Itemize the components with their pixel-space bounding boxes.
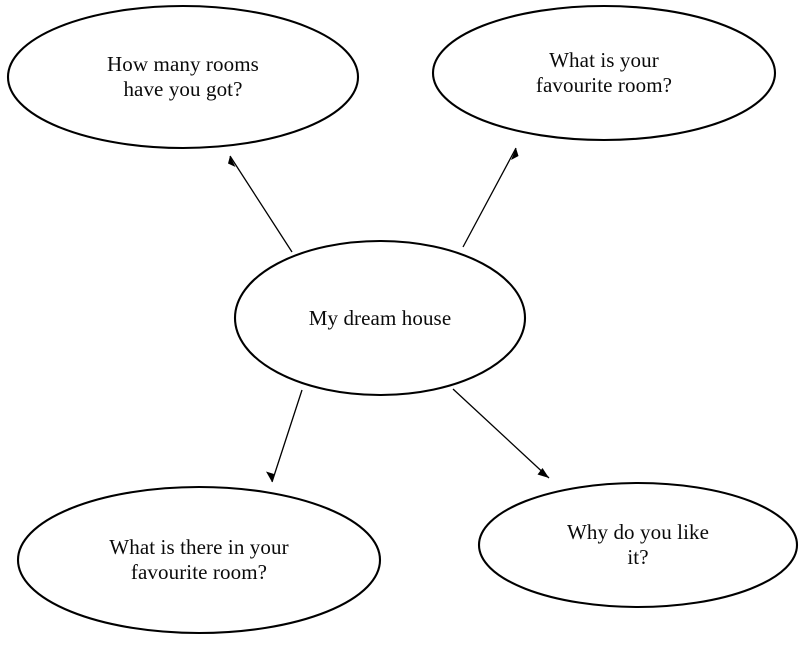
connector-group xyxy=(228,147,550,483)
arrowhead-why-like-it xyxy=(537,468,549,478)
node-ellipse-why-like-it[interactable] xyxy=(477,481,799,609)
connector-center-to-favourite-room[interactable] xyxy=(462,147,517,248)
node-ellipse-rooms-count[interactable] xyxy=(6,4,360,150)
node-ellipse-center[interactable] xyxy=(233,239,527,397)
connector-center-to-why-like-it[interactable] xyxy=(452,388,550,479)
node-ellipse-room-contents[interactable] xyxy=(16,485,382,635)
connector-center-to-rooms-count[interactable] xyxy=(229,155,293,253)
node-ellipse-favourite-room[interactable] xyxy=(431,4,777,142)
arrowhead-room-contents xyxy=(266,471,274,482)
arrowhead-rooms-count xyxy=(228,156,236,167)
connector-center-to-room-contents[interactable] xyxy=(271,389,303,483)
arrowhead-favourite-room xyxy=(511,148,519,160)
